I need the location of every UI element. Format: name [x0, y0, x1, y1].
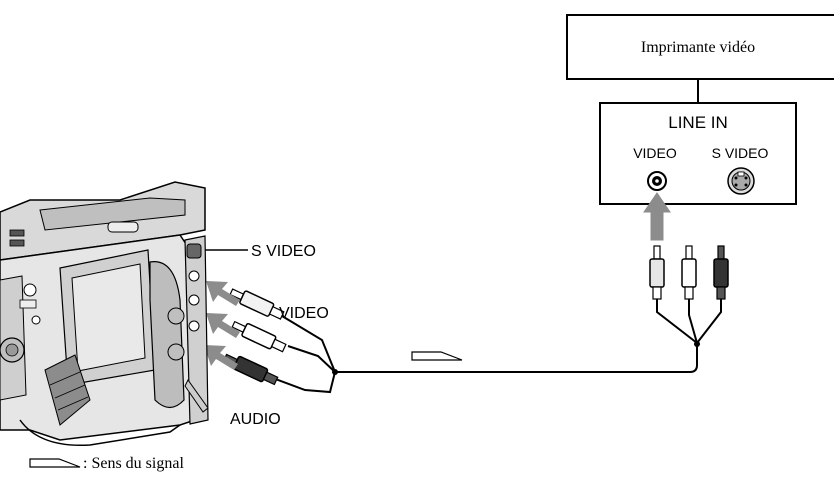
- camcorder-svideo-jack-icon: [187, 244, 201, 258]
- video-printer: Imprimante vidéo: [567, 15, 834, 103]
- svideo-jack-label: S VIDEO: [712, 145, 769, 161]
- camcorder-svideo-label: S VIDEO: [251, 243, 316, 260]
- camcorder-side-wires: [270, 316, 335, 392]
- camcorder-video-label: VIDEO: [279, 305, 329, 322]
- camcorder-plug-audio-right: [222, 351, 279, 387]
- camcorder-audio-label: AUDIO: [230, 411, 281, 428]
- camcorder-plug-audio-left: [231, 318, 288, 354]
- printer-title: Imprimante vidéo: [641, 39, 755, 56]
- printer-plug-video: [650, 246, 664, 299]
- printer-side-plugs: [650, 246, 728, 347]
- legend: : Sens du signal: [30, 455, 184, 472]
- printer-plug-audio-right: [714, 246, 728, 299]
- printer-plug-audio-left: [682, 246, 696, 299]
- line-in-title: LINE IN: [668, 113, 728, 132]
- legend-text: : Sens du signal: [83, 455, 184, 472]
- signal-direction-arrow: [412, 352, 462, 360]
- main-cable: [335, 344, 697, 372]
- camcorder: [0, 182, 208, 445]
- video-jack-icon: [648, 172, 666, 190]
- svideo-jack-icon: [728, 168, 754, 194]
- video-jack-label: VIDEO: [633, 145, 677, 161]
- line-in-panel: LINE IN VIDEO S VIDEO: [600, 103, 796, 204]
- legend-arrow-icon: [30, 459, 80, 467]
